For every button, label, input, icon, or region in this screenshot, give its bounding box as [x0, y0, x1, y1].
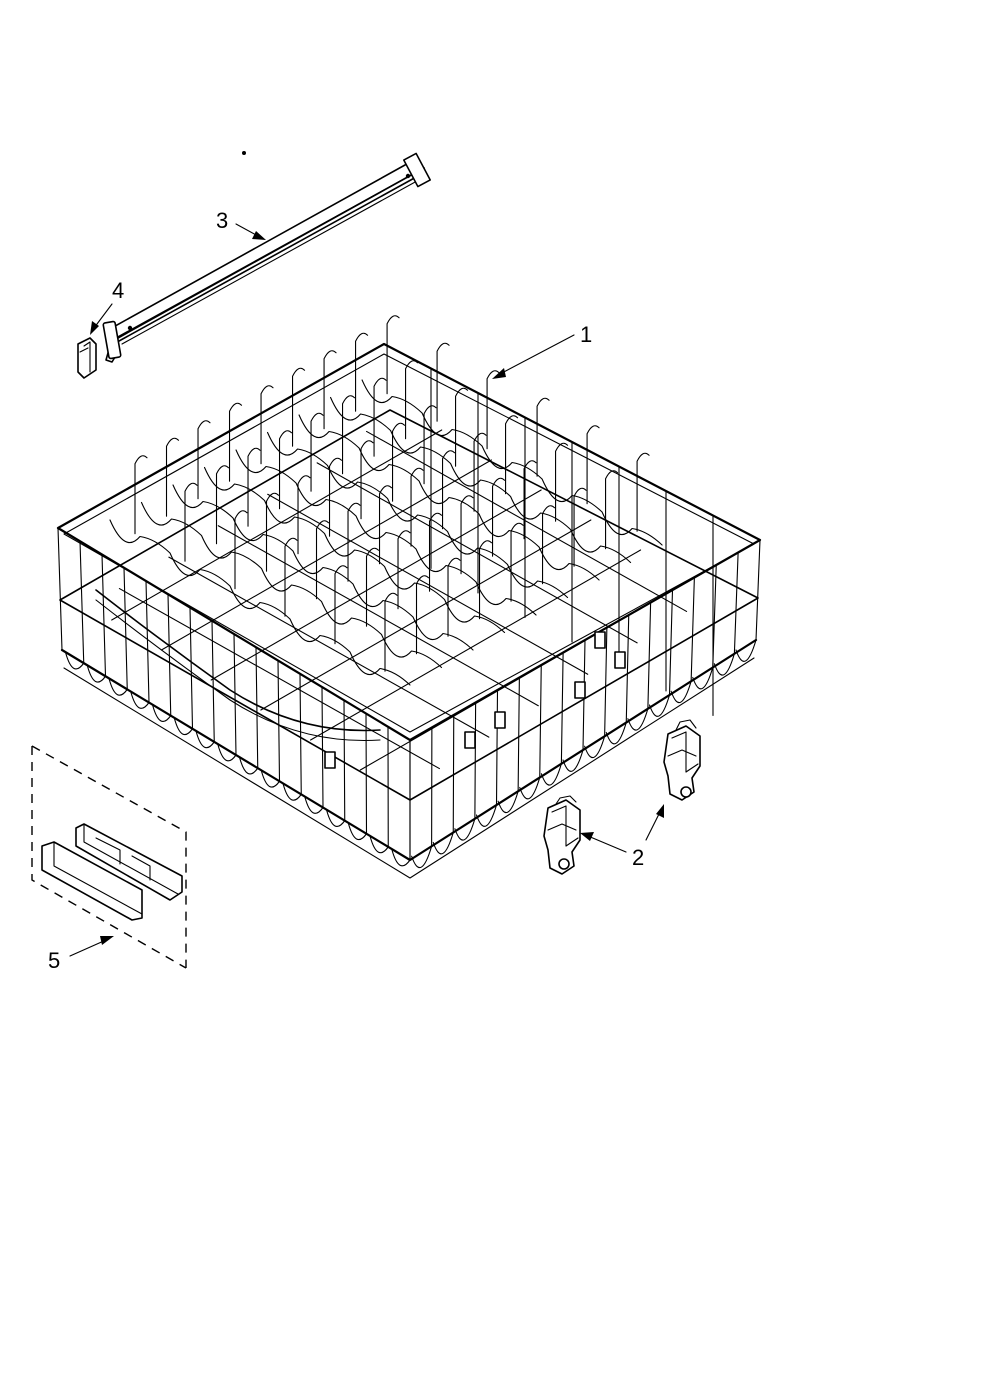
part-4-end-cap: [77, 337, 97, 379]
callout-4: 4: [90, 278, 124, 335]
part-2-adjuster-right: [663, 719, 701, 801]
callout-5: 5: [48, 936, 114, 973]
callout-5-label: 5: [48, 948, 60, 973]
part-5-kit: [31, 745, 187, 969]
callout-1: 1: [492, 322, 592, 379]
callout-1-label: 1: [580, 322, 592, 347]
callout-2-label: 2: [632, 845, 644, 870]
part-3-rail: [102, 151, 432, 363]
callout-3-label: 3: [216, 208, 228, 233]
callout-3: 3: [216, 208, 266, 240]
part-2-adjuster-left: [543, 795, 581, 875]
callout-2: 2: [580, 804, 664, 870]
callout-4-label: 4: [112, 278, 124, 303]
part-1-dishrack: [56, 315, 762, 879]
